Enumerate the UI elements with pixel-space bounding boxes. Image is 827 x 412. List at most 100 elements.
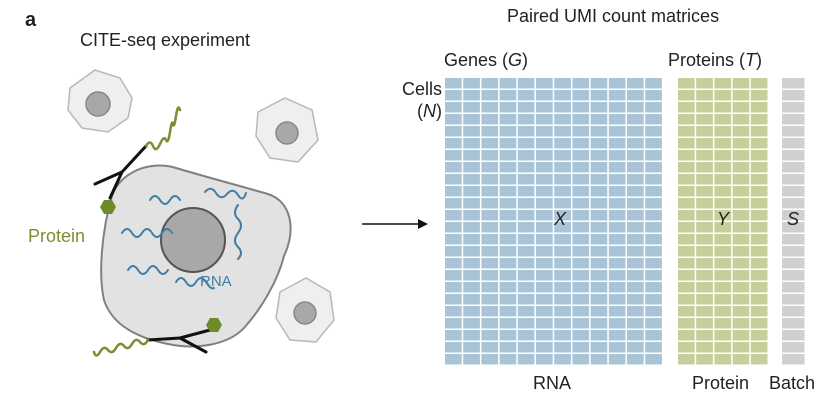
- protein-matrix-cell: [678, 234, 695, 245]
- protein-matrix-cell: [714, 210, 732, 221]
- rna-label: RNA: [200, 273, 232, 290]
- batch-matrix-cell: [782, 306, 805, 317]
- batch-matrix-cell: [782, 282, 805, 293]
- rna-matrix-cell: [627, 258, 644, 269]
- protein-matrix-cell: [714, 246, 732, 257]
- protein-matrix-cell: [732, 342, 750, 353]
- rna-matrix-cell: [554, 330, 571, 341]
- rna-matrix-cell: [499, 90, 517, 101]
- protein-matrix-cell: [714, 138, 732, 149]
- rna-matrix-cell: [572, 330, 590, 341]
- rna-matrix-cell: [445, 294, 462, 305]
- rna-matrix-cell: [554, 78, 571, 89]
- rna-matrix-cell: [572, 126, 590, 137]
- rna-matrix-cell: [590, 138, 608, 149]
- rna-matrix-cell: [481, 126, 499, 137]
- rna-matrix-cell: [517, 222, 535, 233]
- rna-matrix-cell: [445, 138, 462, 149]
- rna-matrix-cell: [627, 162, 644, 173]
- protein-matrix-cell: [678, 222, 695, 233]
- protein-matrix-cell: [696, 138, 713, 149]
- rna-matrix-cell: [445, 354, 462, 365]
- rna-matrix-cell: [517, 342, 535, 353]
- protein-matrix-cell: [678, 174, 695, 185]
- protein-matrix-cell: [750, 234, 768, 245]
- rna-matrix-cell: [499, 198, 517, 209]
- rna-matrix-cell: [554, 354, 571, 365]
- rna-matrix-cell: [481, 102, 499, 113]
- rna-matrix-cell: [608, 246, 626, 257]
- rna-matrix-cell: [445, 306, 462, 317]
- rna-matrix-cell: [554, 270, 571, 281]
- rna-matrix-cell: [645, 150, 662, 161]
- rna-matrix-cell: [517, 306, 535, 317]
- protein-matrix-cell: [696, 306, 713, 317]
- rna-matrix-cell: [608, 102, 626, 113]
- rna-matrix-cell: [572, 234, 590, 245]
- protein-matrix-cell: [750, 318, 768, 329]
- protein-matrix-cell: [732, 126, 750, 137]
- small-cell-1: [67, 69, 133, 133]
- protein-matrix-cell: [678, 150, 695, 161]
- rna-matrix-cell: [608, 318, 626, 329]
- protein-matrix-cell: [678, 258, 695, 269]
- rna-matrix-cell: [627, 270, 644, 281]
- rna-matrix-cell: [590, 282, 608, 293]
- rna-matrix-cell: [554, 294, 571, 305]
- batch-matrix-cell: [782, 162, 805, 173]
- batch-matrix-cell: [782, 198, 805, 209]
- rna-matrix-cell: [481, 270, 499, 281]
- proteins-header-prefix: Proteins (: [668, 50, 746, 70]
- rna-matrix-cell: [517, 78, 535, 89]
- rna-matrix-cell: [608, 282, 626, 293]
- rna-matrix-cell: [536, 222, 553, 233]
- rna-matrix-cell: [645, 234, 662, 245]
- rna-matrix-cell: [590, 342, 608, 353]
- rna-matrix-cell: [645, 114, 662, 125]
- rna-matrix-cell: [517, 90, 535, 101]
- rna-matrix-cell: [445, 258, 462, 269]
- rna-matrix-cell: [572, 198, 590, 209]
- rna-matrix-cell: [572, 90, 590, 101]
- rna-matrix-cell: [481, 222, 499, 233]
- batch-matrix-cell: [782, 150, 805, 161]
- rna-matrix-cell: [499, 210, 517, 221]
- rna-matrix-cell: [608, 174, 626, 185]
- rna-matrix-cell: [536, 150, 553, 161]
- protein-matrix-cell: [696, 186, 713, 197]
- rna-matrix-cell: [536, 186, 553, 197]
- rna-matrix-cell: [499, 330, 517, 341]
- rna-matrix-cell: [536, 210, 553, 221]
- small-cell-2: [255, 97, 319, 163]
- batch-matrix-cell: [782, 102, 805, 113]
- rna-matrix-cell: [517, 270, 535, 281]
- genes-header: Genes (G): [444, 50, 528, 71]
- rna-matrix-cell: [463, 114, 480, 125]
- protein-matrix-cell: [696, 198, 713, 209]
- protein-matrix-cell: [714, 90, 732, 101]
- protein-matrix-cell: [750, 150, 768, 161]
- rna-matrix-cell: [499, 282, 517, 293]
- rna-matrix-cell: [590, 174, 608, 185]
- rna-matrix-cell: [536, 198, 553, 209]
- protein-matrix-cell: [714, 318, 732, 329]
- protein-matrix-cell: [678, 162, 695, 173]
- rna-matrix-cell: [463, 234, 480, 245]
- protein-matrix-cell: [732, 114, 750, 125]
- arrow: [362, 219, 428, 229]
- protein-matrix-cell: [732, 186, 750, 197]
- rna-matrix: [445, 78, 662, 365]
- rna-matrix-cell: [499, 294, 517, 305]
- rna-matrix-cell: [536, 270, 553, 281]
- batch-matrix-cell: [782, 138, 805, 149]
- rna-matrix-cell: [517, 126, 535, 137]
- matrices-title: Paired UMI count matrices: [507, 6, 720, 26]
- rna-matrix-cell: [463, 102, 480, 113]
- rna-matrix-cell: [608, 198, 626, 209]
- rna-matrix-cell: [445, 186, 462, 197]
- protein-matrix-cell: [678, 270, 695, 281]
- rna-matrix-cell: [517, 330, 535, 341]
- rna-matrix-cell: [499, 102, 517, 113]
- rna-matrix-cell: [608, 126, 626, 137]
- protein-matrix: [678, 78, 768, 365]
